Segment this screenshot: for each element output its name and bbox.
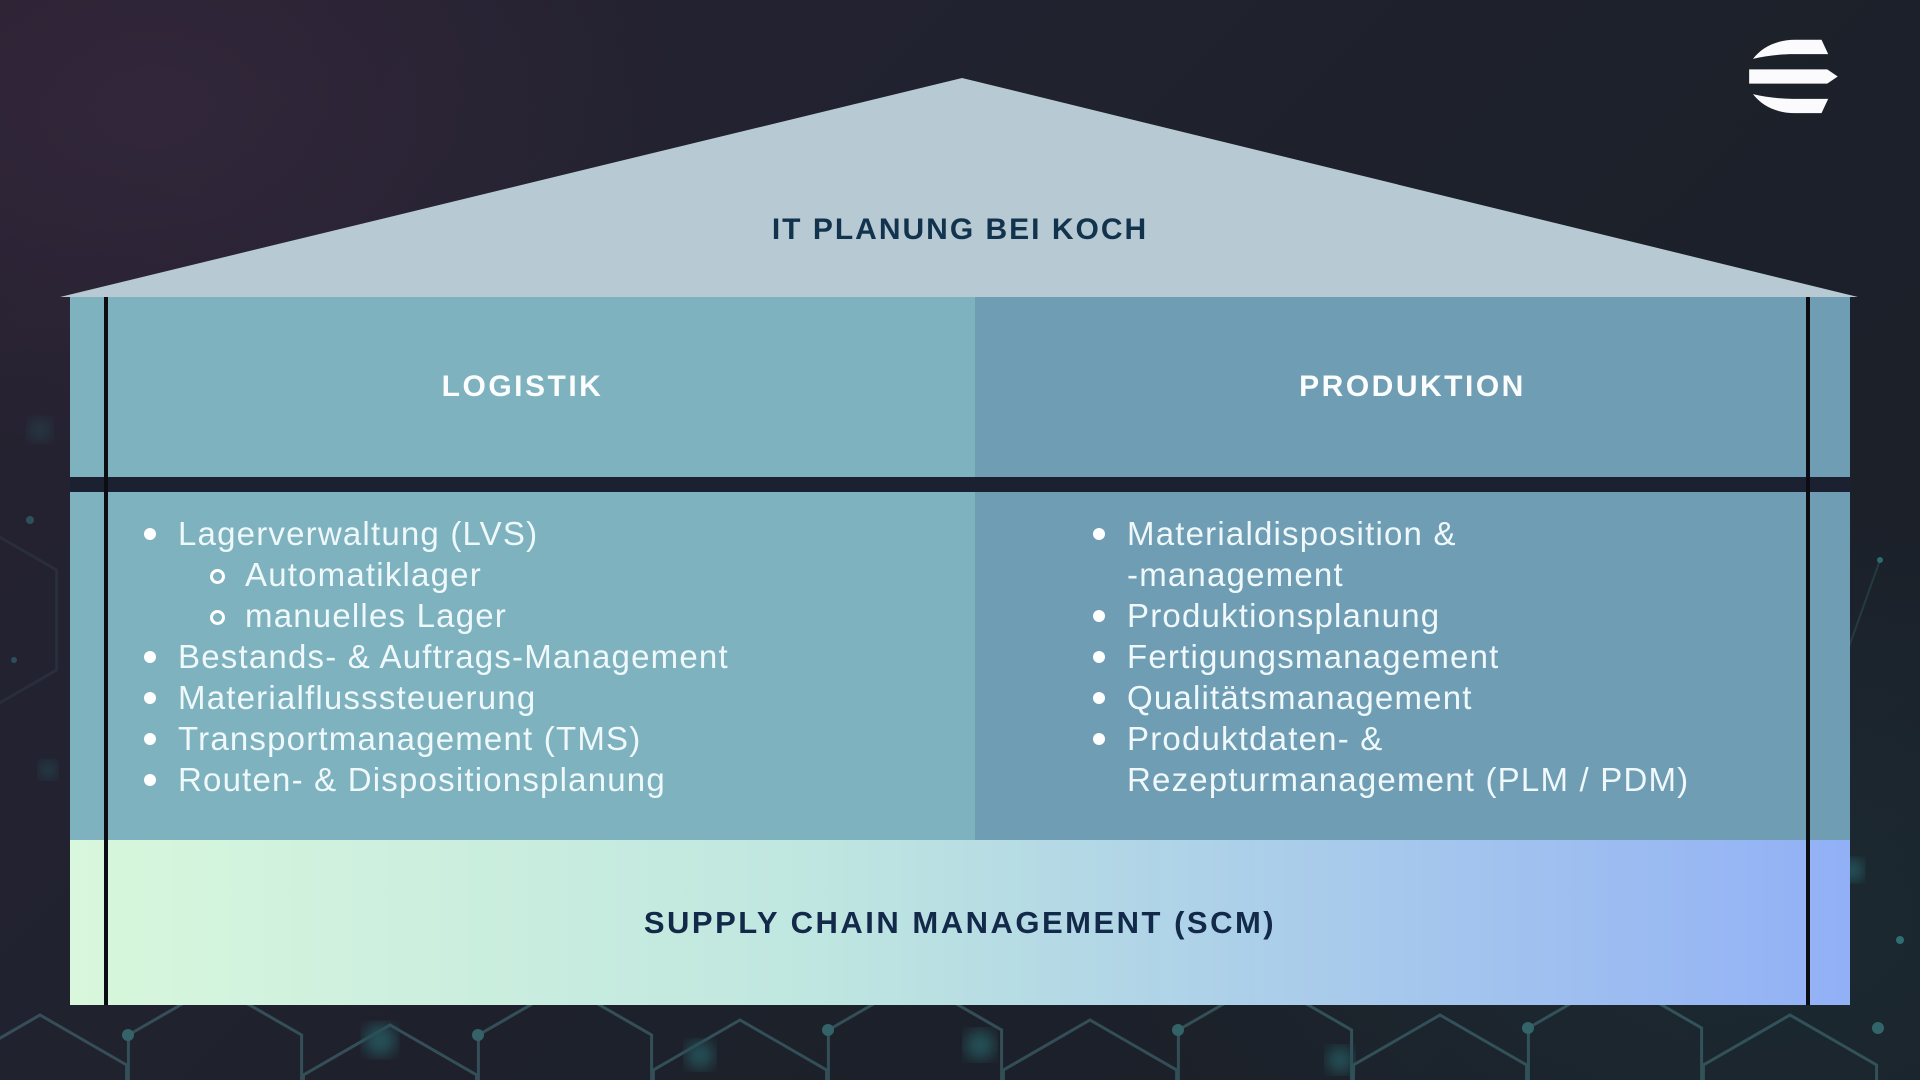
list-item-text: Bestands- & Auftrags-Management <box>178 638 729 675</box>
list-item-text: Transportmanagement (TMS) <box>178 720 642 757</box>
column-header-logistik: LOGISTIK <box>70 297 975 477</box>
bullet-dot-icon <box>1093 528 1105 540</box>
list-item: Bestands- & Auftrags-Management <box>144 636 975 677</box>
list-item-text: Produktdaten- & Rezepturmanagement (PLM … <box>1127 720 1690 798</box>
list-item-text: Produktionsplanung <box>1127 597 1441 634</box>
list-subitem: Automatiklager <box>144 554 975 595</box>
list-item: Routen- & Dispositionsplanung <box>144 759 975 800</box>
bullet-dot-icon <box>144 692 156 704</box>
list-item-text: manuelles Lager <box>245 597 507 634</box>
list-item-text: Lagerverwaltung (LVS) <box>178 515 539 552</box>
list-item-text: Automatiklager <box>245 556 482 593</box>
list-item: Produktionsplanung <box>1093 595 1850 636</box>
list-item: Materialflusssteuerung <box>144 677 975 718</box>
right-pillar-line <box>1806 297 1810 1005</box>
column-header-label: PRODUKTION <box>1299 370 1526 403</box>
bullet-dot-icon <box>1093 610 1105 622</box>
list-item: Lagerverwaltung (LVS) <box>144 513 975 554</box>
bullet-dot-icon <box>144 651 156 663</box>
bullet-dot-icon <box>144 774 156 786</box>
column-header-produktion: PRODUKTION <box>975 297 1850 477</box>
bullet-ring-icon <box>210 569 225 584</box>
plexus-dots-left <box>0 418 59 779</box>
bullet-ring-icon <box>210 610 225 625</box>
list-item-text: Materialdisposition & -management <box>1127 515 1457 593</box>
list-item: Transportmanagement (TMS) <box>144 718 975 759</box>
list-item: Materialdisposition & -management <box>1093 513 1850 595</box>
bullet-dot-icon <box>144 733 156 745</box>
list-item: Fertigungsmanagement <box>1093 636 1850 677</box>
diagram-title: IT PLANUNG BEI KOCH <box>771 213 1149 246</box>
list-item-text: Routen- & Dispositionsplanung <box>178 761 666 798</box>
logo <box>1736 36 1848 116</box>
bullet-dot-icon <box>1093 733 1105 745</box>
list-subitem: manuelles Lager <box>144 595 975 636</box>
three-stripes-arrow-icon <box>1749 39 1838 114</box>
bullet-dot-icon <box>1093 692 1105 704</box>
foundation-label: SUPPLY CHAIN MANAGEMENT (SCM) <box>643 904 1277 940</box>
logistik-list: Lagerverwaltung (LVS) Automatiklager man… <box>70 492 975 840</box>
header-divider <box>70 477 1850 492</box>
left-pillar-line <box>104 297 108 1005</box>
list-item-text: Materialflusssteuerung <box>178 679 537 716</box>
list-item-text: Fertigungsmanagement <box>1127 638 1500 675</box>
list-item-text: Qualitätsmanagement <box>1127 679 1473 716</box>
produktion-list: Materialdisposition & -management Produk… <box>975 492 1850 840</box>
list-item: Qualitätsmanagement <box>1093 677 1850 718</box>
list-item: Produktdaten- & Rezepturmanagement (PLM … <box>1093 718 1850 800</box>
bullet-dot-icon <box>144 528 156 540</box>
foundation-bar: SUPPLY CHAIN MANAGEMENT (SCM) <box>70 840 1850 1005</box>
column-header-label: LOGISTIK <box>441 370 604 403</box>
bullet-dot-icon <box>1093 651 1105 663</box>
